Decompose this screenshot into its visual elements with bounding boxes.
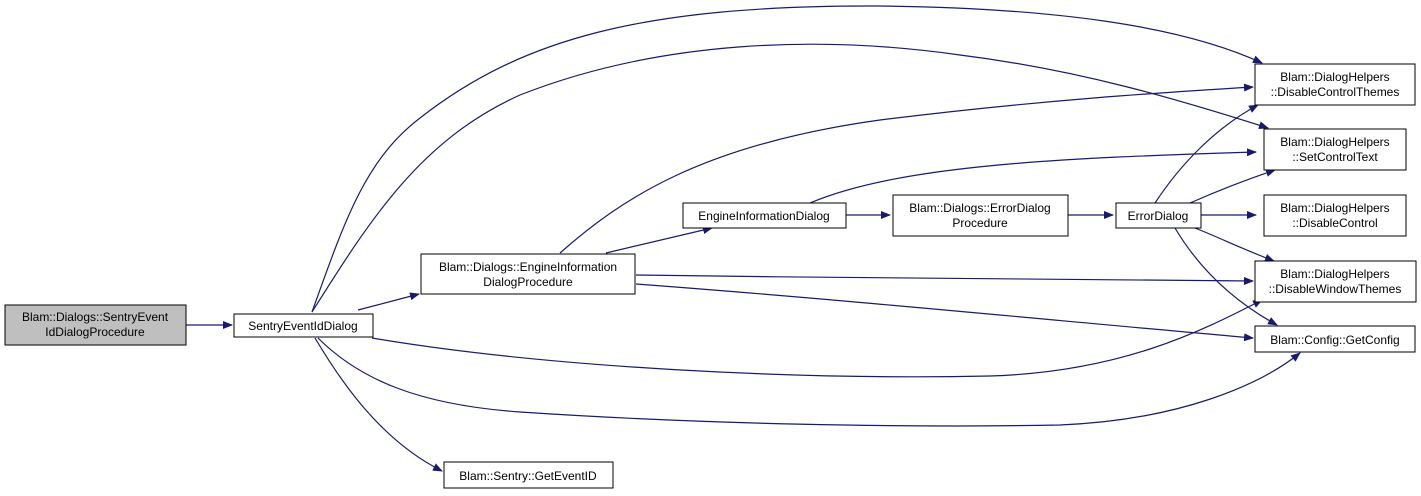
node-disable-control-themes[interactable]: Blam::DialogHelpers ::DisableControlThem… <box>1254 63 1416 106</box>
edges-layer <box>186 5 1301 472</box>
nodes-layer: Blam::Dialogs::SentryEvent IdDialogProce… <box>4 63 1417 489</box>
node-label-line: DialogProcedure <box>483 275 573 289</box>
node-config-get-config[interactable]: Blam::Config::GetConfig <box>1254 325 1416 353</box>
edge-sentry-event-dialog-to-get-config <box>317 337 1301 427</box>
edge-engine-info-proc-to-engine-info-dialog <box>605 226 713 254</box>
edge-sentry-event-dialog-to-get-event-id <box>314 337 443 472</box>
edge-error-dialog-to-get-config <box>1174 227 1278 326</box>
node-sentry-event-id-dialog-procedure[interactable]: Blam::Dialogs::SentryEvent IdDialogProce… <box>4 304 187 346</box>
edge-sentry-event-dialog-to-disable-control-themes <box>311 5 1263 313</box>
node-label-line: Blam::DialogHelpers <box>1280 70 1389 84</box>
node-disable-control[interactable]: Blam::DialogHelpers ::DisableControl <box>1263 194 1407 237</box>
node-disable-window-themes[interactable]: Blam::DialogHelpers ::DisableWindowTheme… <box>1254 260 1417 303</box>
node-label-line: ::DisableWindowThemes <box>1269 282 1402 296</box>
node-label-line: ::DisableControl <box>1292 216 1377 230</box>
node-label-line: ::SetControlText <box>1292 150 1378 164</box>
edge-sentry-event-dialog-to-set-control-text <box>311 43 1269 313</box>
node-label-line: Blam::DialogHelpers <box>1280 267 1389 281</box>
edge-error-dialog-to-disable-window-themes <box>1194 227 1275 262</box>
node-label-line: Blam::Config::GetConfig <box>1270 333 1399 347</box>
node-label-line: Procedure <box>952 216 1008 230</box>
node-label-line: Blam::DialogHelpers <box>1280 201 1389 215</box>
node-error-dialog-procedure[interactable]: Blam::Dialogs::ErrorDialog Procedure <box>892 194 1069 237</box>
node-engine-information-dialog-procedure[interactable]: Blam::Dialogs::EngineInformation DialogP… <box>420 253 636 295</box>
node-label-line: ErrorDialog <box>1128 209 1189 223</box>
node-label-line: Blam::Sentry::GetEventID <box>459 469 597 483</box>
edge-engine-info-dialog-to-set-control-text <box>809 148 1257 204</box>
node-label-line: IdDialogProcedure <box>45 325 145 339</box>
node-sentry-get-event-id[interactable]: Blam::Sentry::GetEventID <box>443 461 614 489</box>
edge-error-dialog-to-set-control-text <box>1189 169 1276 204</box>
node-label-line: EngineInformationDialog <box>698 209 829 223</box>
node-engine-information-dialog[interactable]: EngineInformationDialog <box>682 202 847 229</box>
node-set-control-text[interactable]: Blam::DialogHelpers ::SetControlText <box>1263 128 1407 171</box>
edge-engine-info-proc-to-disable-control-themes <box>559 83 1254 254</box>
node-label-line: ::DisableControlThemes <box>1271 85 1400 99</box>
node-label-line: SentryEventIdDialog <box>248 319 357 333</box>
node-label-line: Blam::DialogHelpers <box>1280 135 1389 149</box>
edge-engine-info-proc-to-get-config <box>635 283 1254 342</box>
edge-engine-info-proc-to-disable-window-themes <box>635 274 1254 285</box>
edge-sentry-event-dialog-to-engine-info-proc <box>357 292 420 311</box>
node-label-line: Blam::Dialogs::EngineInformation <box>439 260 617 274</box>
node-sentry-event-id-dialog[interactable]: SentryEventIdDialog <box>233 313 374 338</box>
edge-sentry-event-dialog-to-disable-window-themes <box>371 299 1263 378</box>
node-error-dialog[interactable]: ErrorDialog <box>1115 202 1202 229</box>
edge-error-dialog-to-disable-control-themes <box>1154 104 1259 204</box>
node-label-line: Blam::Dialogs::SentryEvent <box>22 310 169 324</box>
node-label-line: Blam::Dialogs::ErrorDialog <box>909 201 1050 215</box>
